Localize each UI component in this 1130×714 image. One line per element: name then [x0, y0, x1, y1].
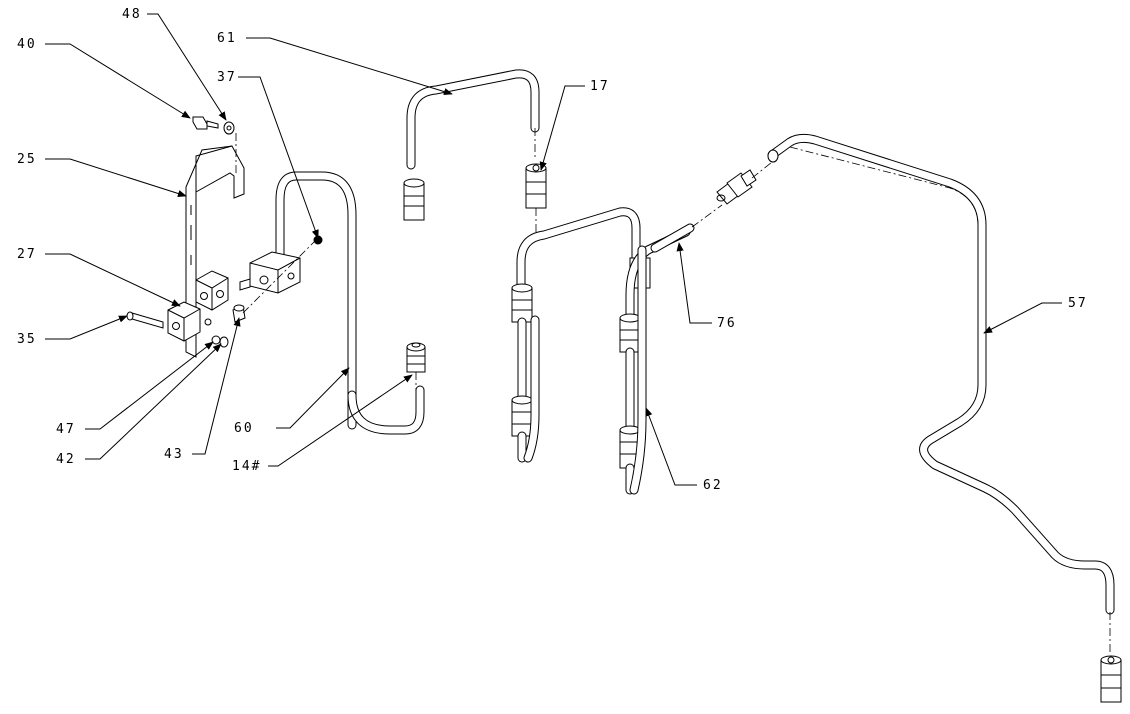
callout-43: 43 — [164, 447, 184, 462]
fitting-17 — [525, 163, 547, 209]
tube-57-end-fitting — [1100, 655, 1122, 703]
callout-47: 47 — [56, 422, 76, 437]
middle-tube-fitting-upper — [511, 283, 533, 323]
callout-25: 25 — [17, 152, 37, 167]
washer-48 — [223, 121, 235, 135]
bracket-assembly — [126, 116, 246, 358]
screw-35 — [126, 311, 164, 329]
callout-48: 48 — [122, 7, 142, 22]
leader-lines — [45, 13, 1062, 486]
nut-left-61 — [403, 178, 425, 221]
washer-47 — [211, 335, 221, 345]
union-connector — [716, 161, 773, 205]
tube-57 — [767, 133, 1122, 703]
clamp-block-27-lower — [167, 301, 212, 342]
clamp-block-27-upper — [195, 270, 229, 311]
bolt-40 — [192, 116, 219, 130]
callout-57: 57 — [1068, 296, 1088, 311]
tube-61 — [403, 69, 547, 221]
middle-tube-fitting-lower — [511, 395, 533, 437]
callout-labels: 40 48 61 37 17 25 27 35 47 42 43 60 14# … — [17, 7, 1088, 493]
tube-clamp-block — [239, 251, 301, 294]
callout-37: 37 — [217, 70, 237, 85]
callout-61: 61 — [217, 31, 237, 46]
nut-42 — [219, 336, 229, 348]
callout-35: 35 — [17, 332, 37, 347]
callout-14: 14# — [232, 459, 261, 474]
callout-17: 17 — [590, 79, 610, 94]
callout-76: 76 — [717, 316, 737, 331]
callout-62: 62 — [703, 478, 723, 493]
middle-u-tube — [511, 207, 651, 463]
callout-60: 60 — [234, 421, 254, 436]
tube-62 — [619, 227, 691, 495]
callout-40: 40 — [17, 37, 37, 52]
callout-27: 27 — [17, 247, 37, 262]
callout-42: 42 — [56, 452, 76, 467]
fitting-14 — [406, 342, 426, 373]
tube-76 — [650, 204, 723, 253]
tube-62-fitting-upper — [619, 313, 641, 353]
tube-60 — [239, 171, 426, 435]
